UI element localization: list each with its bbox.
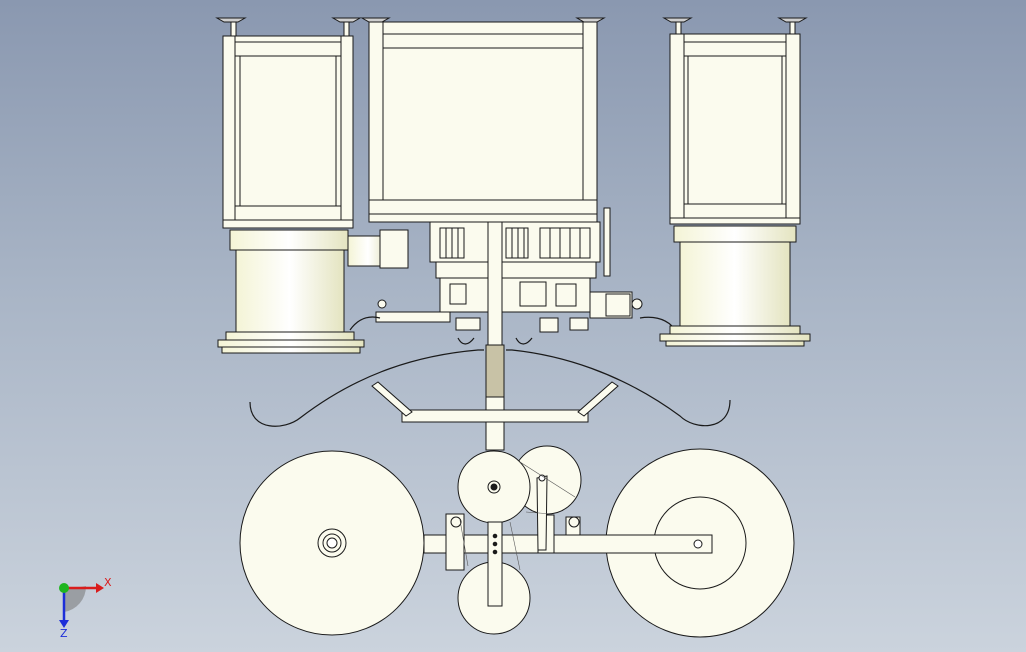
center-frame-assembly	[360, 17, 611, 277]
coordinate-triad: X Z	[59, 576, 112, 640]
central-mechanism	[375, 221, 643, 333]
guide-arcs	[249, 316, 731, 427]
left-drive-cylinder	[217, 229, 409, 354]
leveling-feet-left	[215, 17, 362, 39]
x-axis-label: X	[104, 576, 112, 589]
leveling-feet-right	[662, 17, 808, 39]
y-axis-dot	[59, 583, 69, 593]
left-large-wheel	[239, 450, 425, 636]
belt-lines	[459, 461, 576, 571]
left-frame-assembly	[215, 17, 362, 229]
z-axis-label: Z	[60, 627, 68, 640]
deflector-bracket	[371, 381, 619, 423]
right-drive-cylinder	[659, 225, 811, 347]
right-frame-assembly	[662, 17, 808, 225]
center-pulley	[457, 450, 531, 524]
